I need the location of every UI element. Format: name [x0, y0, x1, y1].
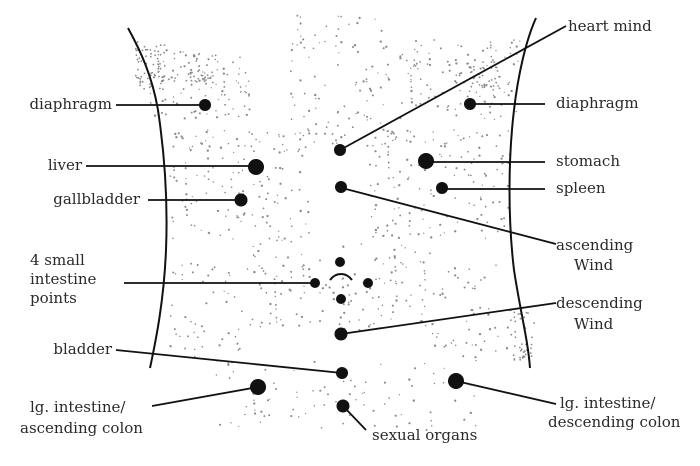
label-lg-intestine-right-line2: descending colon	[548, 413, 681, 431]
point-diaphragm-right	[464, 98, 476, 110]
point-spleen	[436, 182, 448, 194]
label-descending-wind-line2: Wind	[574, 315, 614, 333]
label-liver: liver	[48, 156, 83, 174]
point-ascending-wind	[335, 181, 347, 193]
point-sexual-organs	[336, 399, 350, 413]
leader-ascending-wind	[341, 187, 557, 245]
label-small-intestine-line1: 4 small	[30, 251, 85, 269]
point-small-intestine-left	[310, 278, 320, 288]
label-sexual-organs: sexual organs	[372, 426, 477, 444]
torso-stippling	[134, 14, 535, 432]
label-small-intestine-line2: intestine	[30, 270, 97, 288]
label-small-intestine-line3: points	[30, 289, 77, 307]
point-small-intestine-bottom	[336, 294, 346, 304]
leader-lg-intestine-left	[151, 386, 259, 407]
point-lg-intestine-right	[448, 373, 464, 389]
label-ascending-wind-line2: Wind	[574, 256, 614, 274]
torso-outline-left	[127, 27, 168, 369]
leader-heart-mind	[339, 25, 567, 151]
point-small-intestine-right	[363, 278, 373, 288]
label-lg-intestine-left-line1: lg. intestine/	[30, 398, 126, 416]
point-heart-mind	[334, 144, 346, 156]
label-lg-intestine-left-line2: ascending colon	[20, 419, 143, 437]
point-bladder	[336, 367, 348, 379]
label-lg-intestine-right-line1: lg. intestine/	[560, 394, 656, 412]
label-ascending-wind-line1: ascending	[556, 236, 634, 254]
label-heart-mind: heart mind	[568, 17, 652, 35]
label-gallbladder: gallbladder	[53, 190, 141, 208]
point-gallbladder	[234, 193, 248, 207]
label-spleen: spleen	[556, 179, 606, 197]
label-bladder: bladder	[53, 340, 112, 358]
label-descending-wind-line1: descending	[556, 294, 643, 312]
leader-lg-intestine-right	[455, 380, 557, 405]
point-small-intestine-top	[335, 257, 345, 267]
point-diaphragm-left	[199, 99, 211, 111]
torso-outline-right	[508, 17, 537, 369]
point-descending-wind	[334, 327, 348, 341]
leader-descending-wind	[340, 302, 557, 335]
point-stomach	[418, 153, 434, 169]
label-diaphragm-left: diaphragm	[29, 95, 112, 113]
leader-bladder	[115, 349, 343, 374]
point-liver	[248, 159, 264, 175]
navel-curve	[329, 273, 353, 281]
label-diaphragm-right: diaphragm	[556, 94, 639, 112]
point-lg-intestine-left	[250, 379, 266, 395]
label-stomach: stomach	[556, 152, 620, 170]
